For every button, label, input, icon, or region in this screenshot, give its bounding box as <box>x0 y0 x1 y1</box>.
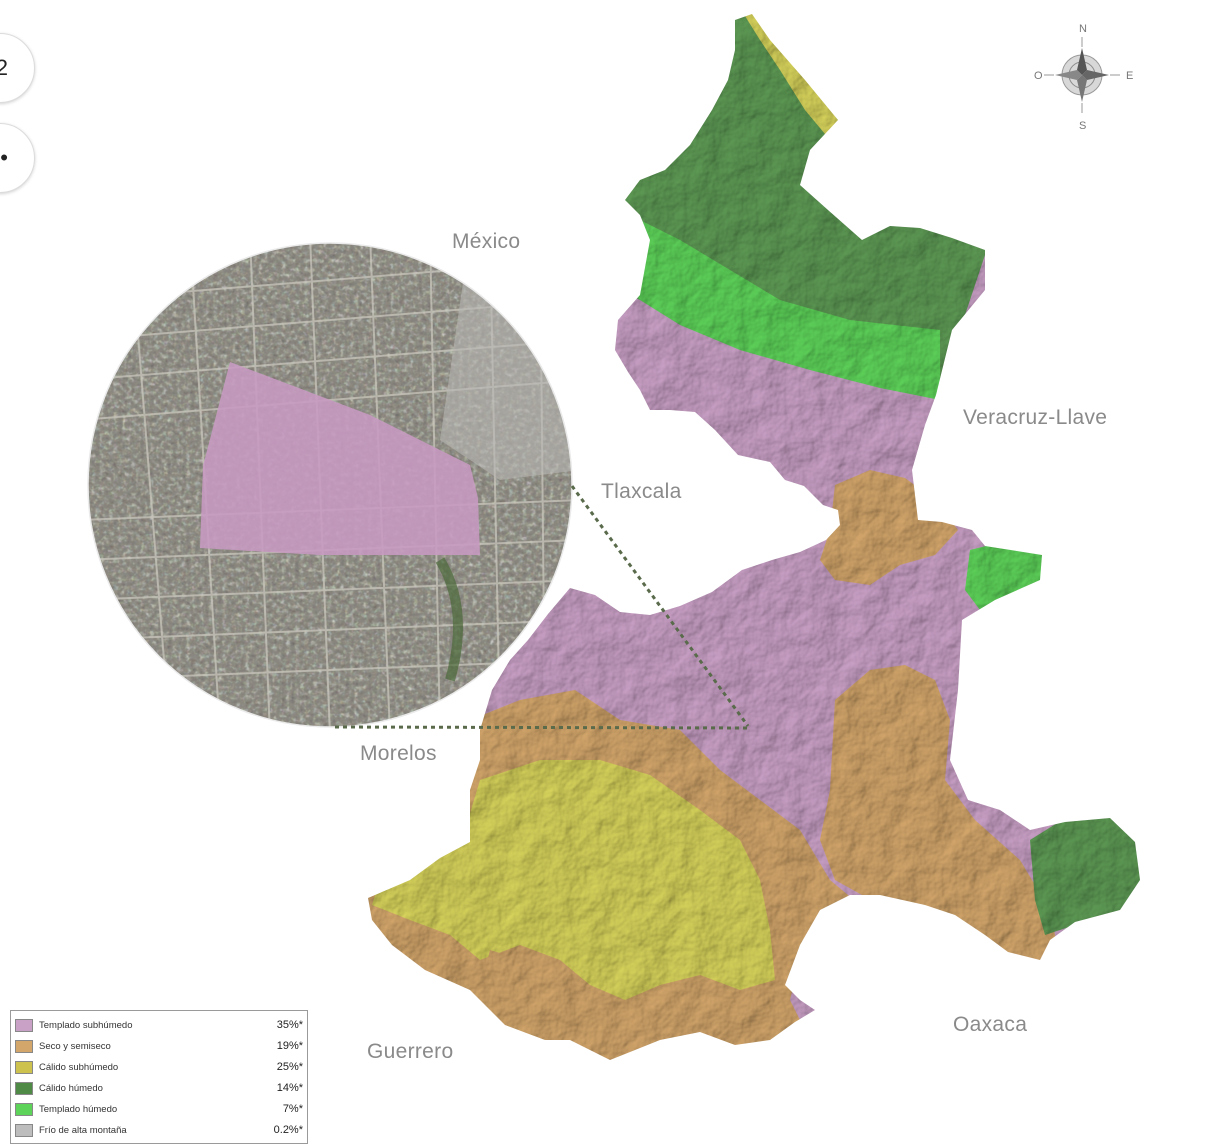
legend-label: Frío de alta montaña <box>39 1124 127 1136</box>
legend-swatch <box>15 1081 33 1095</box>
highlighted-parcel <box>200 362 480 555</box>
state-label-guerrero: Guerrero <box>367 1040 454 1063</box>
state-label-morelos: Morelos <box>360 742 437 765</box>
legend-label: Templado húmedo <box>39 1103 118 1115</box>
inset-connector <box>334 485 751 730</box>
legend-swatch <box>15 1018 33 1032</box>
legend-percent: 7%* <box>282 1103 303 1115</box>
state-label-tlaxcala: Tlaxcala <box>601 480 682 503</box>
zoom-button-glyph: 2 <box>0 55 8 80</box>
satellite-inset <box>88 243 572 727</box>
green-strip <box>435 557 463 682</box>
legend-label: Cálido subhúmedo <box>39 1061 119 1073</box>
zone-seco-southeast <box>820 665 1060 960</box>
legend-percent: 14%* <box>276 1082 303 1094</box>
legend-label: Cálido húmedo <box>39 1082 103 1094</box>
legend-label: Templado subhúmedo <box>39 1019 133 1031</box>
legend-percent: 0.2%* <box>273 1124 303 1136</box>
next-button-glyph: • <box>0 145 8 170</box>
legend-percent: 25%* <box>276 1061 303 1073</box>
compass-west: O <box>1034 70 1043 82</box>
connector-diagonal <box>570 485 750 727</box>
compass-east: E <box>1126 70 1134 82</box>
zone-calido-subhumedo-north <box>735 14 845 140</box>
legend-item: Templado subhúmedo 35%* <box>15 1015 303 1035</box>
legend-swatch <box>15 1123 33 1137</box>
zone-templado-humedo-east <box>965 540 1050 610</box>
legend-swatch <box>15 1039 33 1053</box>
zone-calido-subhumedo-southwest <box>372 760 775 1000</box>
compass-rose-icon <box>1044 37 1120 113</box>
legend-item: Cálido subhúmedo 25%* <box>15 1057 303 1077</box>
legend-swatch <box>15 1102 33 1116</box>
climate-legend: Templado subhúmedo 35%* Seco y semiseco … <box>10 1010 308 1144</box>
legend-item: Seco y semiseco 19%* <box>15 1036 303 1056</box>
legend-item: Cálido húmedo 14%* <box>15 1078 303 1098</box>
state-label-oaxaca: Oaxaca <box>953 1013 1028 1036</box>
legend-item: Frío de alta montaña 0.2%* <box>15 1120 303 1140</box>
inset-border <box>87 242 573 728</box>
legend-percent: 35%* <box>276 1019 303 1031</box>
residential-block <box>440 243 572 480</box>
legend-percent: 19%* <box>276 1040 303 1052</box>
legend-swatch <box>15 1060 33 1074</box>
legend-label: Seco y semiseco <box>39 1040 111 1052</box>
state-label-mexico: México <box>452 230 521 253</box>
zone-templado-humedo-band <box>620 210 940 400</box>
state-label-veracruz: Veracruz-Llave <box>963 406 1108 429</box>
compass-south: S <box>1079 120 1087 132</box>
zone-calido-humedo-southeast <box>1030 815 1140 935</box>
connector-horizontal <box>334 725 751 730</box>
legend-item: Templado húmedo 7%* <box>15 1099 303 1119</box>
compass-north: N <box>1079 23 1087 35</box>
